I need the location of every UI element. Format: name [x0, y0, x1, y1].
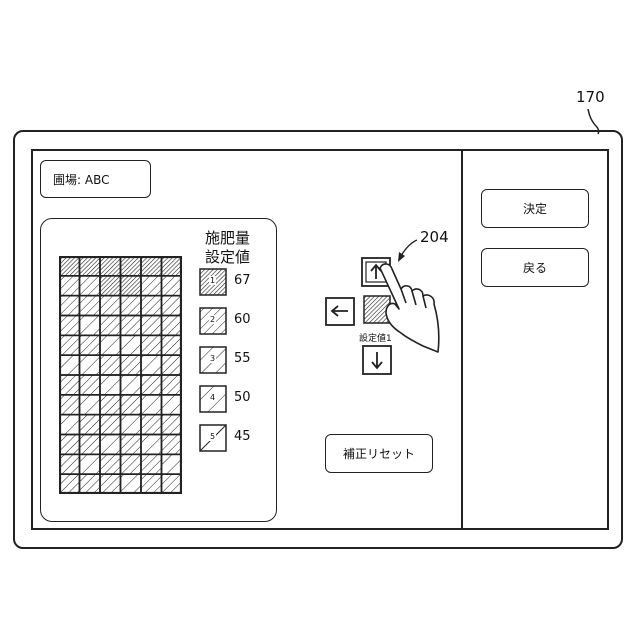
down-arrow-button[interactable] [363, 346, 391, 374]
correction-reset-button[interactable]: 補正リセット [325, 434, 433, 473]
current-setting-label: 設定値1 [359, 331, 392, 344]
left-arrow-button[interactable] [326, 298, 354, 325]
correction-reset-label: 補正リセット [343, 445, 415, 462]
